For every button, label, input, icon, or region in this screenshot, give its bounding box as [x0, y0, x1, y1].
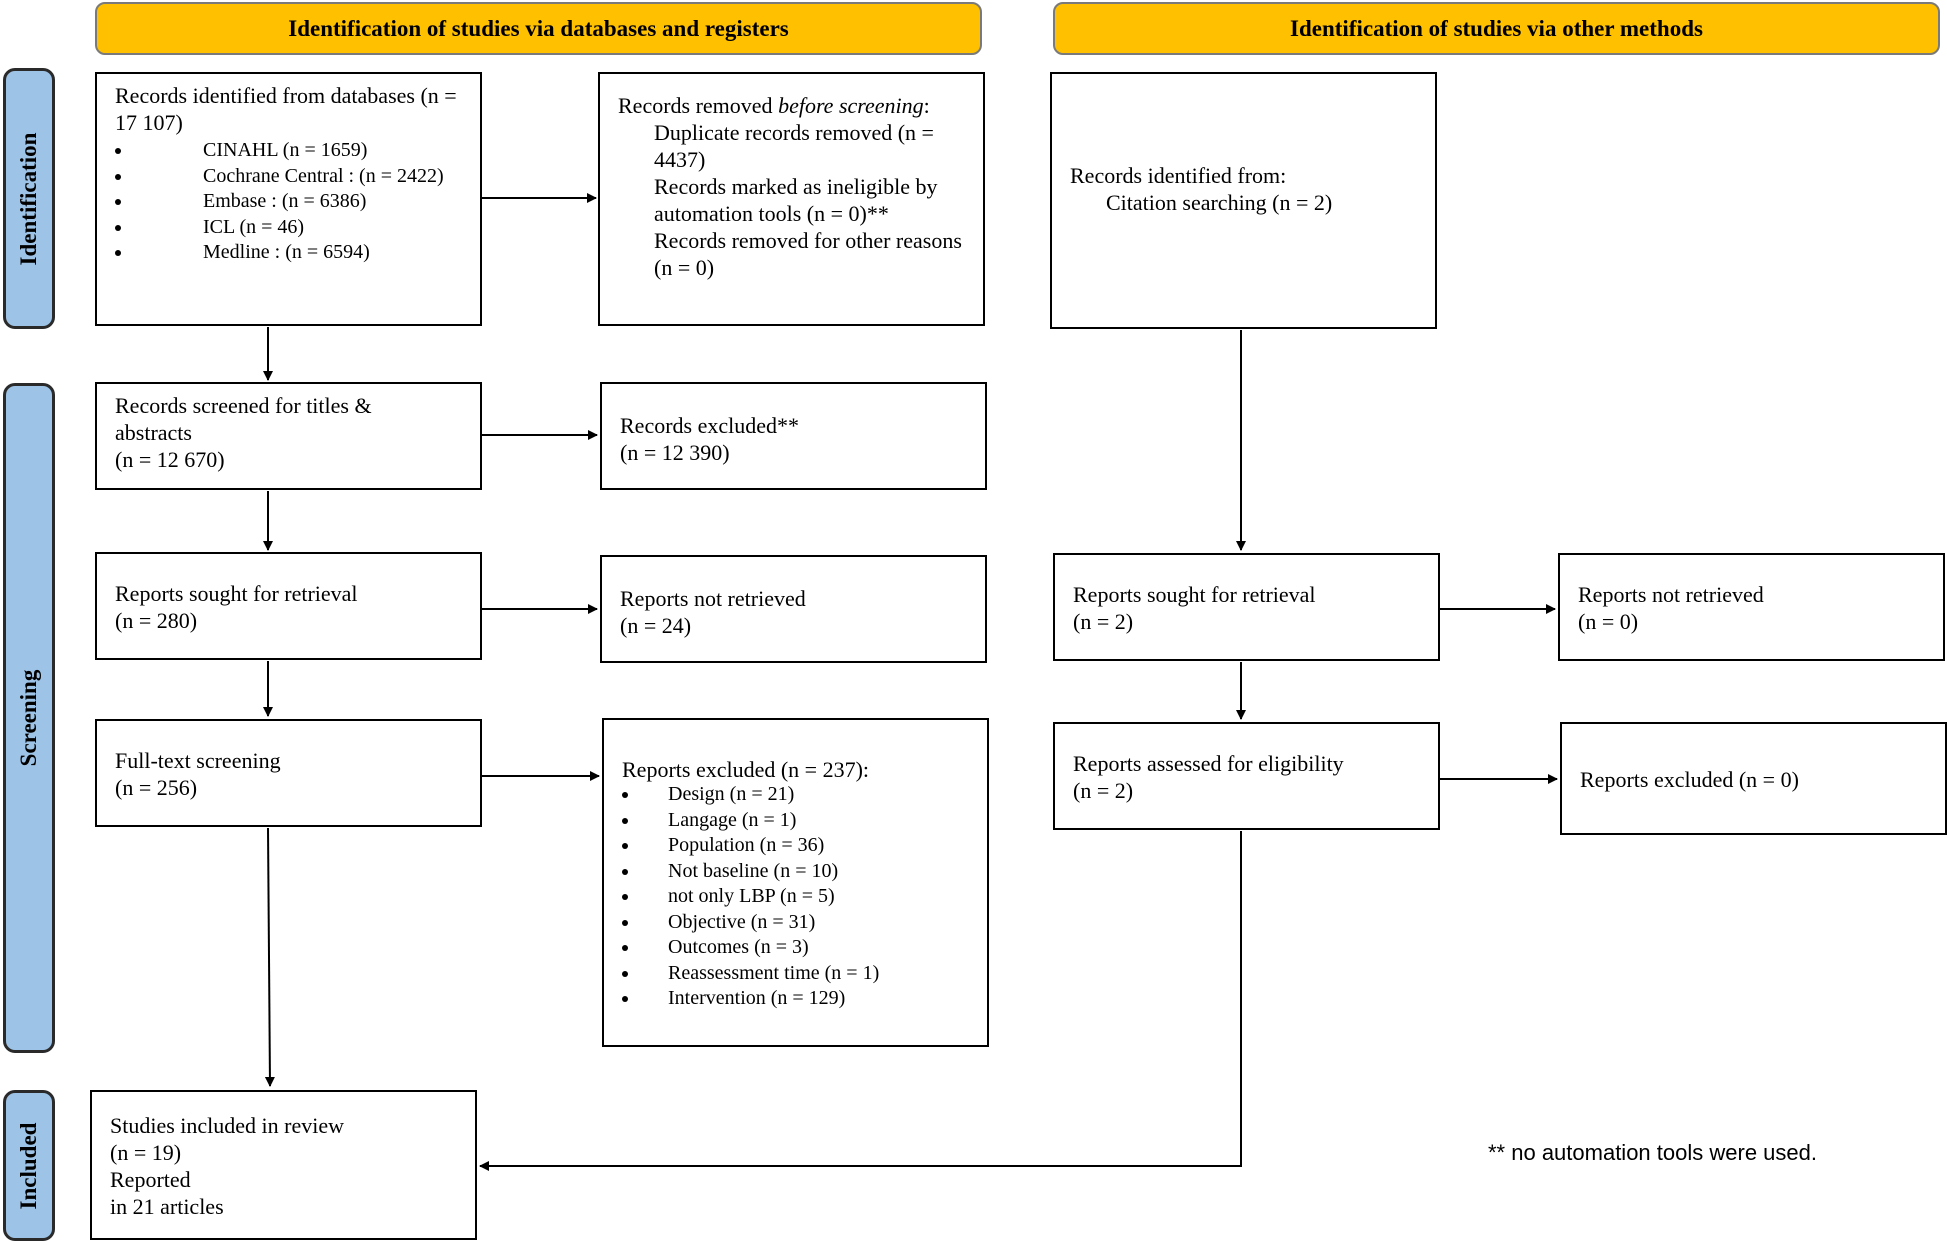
arrow-fulltext-to-included — [264, 827, 275, 1087]
reports-excluded-title: Reports excluded (n = 237): — [622, 757, 870, 782]
assessed-other-count: (n = 2) — [1073, 778, 1134, 803]
list-item: Cochrane Central : (n = 2422) — [115, 164, 464, 190]
removed-duplicates: Duplicate records removed (n = 4437) — [654, 120, 934, 172]
reports-excluded-box: Reports excluded (n = 237): Design (n = … — [602, 718, 989, 1047]
sought-other-label: Reports sought for retrieval — [1073, 582, 1316, 607]
removed-other: Records removed for other reasons (n = 0… — [654, 228, 962, 280]
footnote: ** no automation tools were used. — [1488, 1140, 1817, 1165]
excluded-box: Records excluded** (n = 12 390) — [600, 382, 987, 490]
assessed-other-box: Reports assessed for eligibility (n = 2) — [1053, 722, 1440, 830]
screened-label: Records screened for titles & abstracts — [115, 393, 372, 445]
other-records-citation: Citation searching (n = 2) — [1106, 190, 1333, 215]
list-item: Medline : (n = 6594) — [115, 240, 464, 266]
assessed-other-label: Reports assessed for eligibility — [1073, 751, 1344, 776]
header-other-methods: Identification of studies via other meth… — [1053, 2, 1940, 55]
exclusion-reasons-list: Design (n = 21) Langage (n = 1) Populati… — [622, 782, 971, 1012]
sought-other-box: Reports sought for retrieval (n = 2) — [1053, 553, 1440, 661]
sought-db-label: Reports sought for retrieval — [115, 581, 358, 606]
included-box: Studies included in review (n = 19) Repo… — [90, 1090, 477, 1240]
list-item: not only LBP (n = 5) — [622, 884, 971, 910]
stage-identification-label: Identification — [16, 132, 41, 265]
included-reported: Reported — [110, 1167, 191, 1192]
stage-screening-label: Screening — [16, 669, 41, 767]
excluded-other-box: Reports excluded (n = 0) — [1560, 722, 1947, 835]
not-retrieved-db-box: Reports not retrieved (n = 24) — [600, 555, 987, 663]
sought-db-box: Reports sought for retrieval (n = 280) — [95, 552, 482, 660]
list-item: Embase : (n = 6386) — [115, 189, 464, 215]
removed-automation: Records marked as ineligible by automati… — [654, 174, 938, 226]
not-retrieved-db-label: Reports not retrieved — [620, 586, 806, 611]
list-item: Outcomes (n = 3) — [622, 935, 971, 961]
list-item: Intervention (n = 129) — [622, 986, 971, 1012]
included-count: (n = 19) — [110, 1140, 182, 1165]
list-item: ICL (n = 46) — [115, 215, 464, 241]
header-databases: Identification of studies via databases … — [95, 2, 982, 55]
list-item: Design (n = 21) — [622, 782, 971, 808]
not-retrieved-other-box: Reports not retrieved (n = 0) — [1558, 553, 1945, 661]
stage-included-label: Included — [16, 1122, 41, 1209]
excluded-label: Records excluded** — [620, 413, 799, 438]
removed-title-prefix: Records removed — [618, 93, 779, 118]
sought-db-count: (n = 280) — [115, 608, 198, 633]
fulltext-count: (n = 256) — [115, 775, 198, 800]
list-item: Not baseline (n = 10) — [622, 859, 971, 885]
included-articles: in 21 articles — [110, 1194, 224, 1219]
list-item: CINAHL (n = 1659) — [115, 138, 464, 164]
list-item: Population (n = 36) — [622, 833, 971, 859]
not-retrieved-other-count: (n = 0) — [1578, 609, 1639, 634]
not-retrieved-other-label: Reports not retrieved — [1578, 582, 1764, 607]
fulltext-box: Full-text screening (n = 256) — [95, 719, 482, 827]
db-records-title: Records identified from databases (n = 1… — [115, 83, 457, 135]
db-sources-list: CINAHL (n = 1659) Cochrane Central : (n … — [115, 138, 464, 266]
stage-screening: Screening — [3, 383, 55, 1053]
list-item: Reassessment time (n = 1) — [622, 961, 971, 987]
db-records-box: Records identified from databases (n = 1… — [95, 72, 482, 326]
removed-title: Records removed before screening: — [618, 92, 967, 119]
list-item: Objective (n = 31) — [622, 910, 971, 936]
excluded-other-label: Reports excluded (n = 0) — [1580, 767, 1799, 792]
sought-other-count: (n = 2) — [1073, 609, 1134, 634]
removed-title-suffix: : — [923, 93, 930, 118]
removed-title-emphasis: before screening — [778, 93, 924, 118]
list-item: Langage (n = 1) — [622, 808, 971, 834]
screened-box: Records screened for titles & abstracts … — [95, 382, 482, 490]
other-records-title: Records identified from: — [1070, 163, 1287, 188]
fulltext-label: Full-text screening — [115, 748, 281, 773]
stage-identification: Identification — [3, 68, 55, 329]
other-records-box: Records identified from: Citation search… — [1050, 72, 1437, 329]
not-retrieved-db-count: (n = 24) — [620, 613, 692, 638]
screened-count: (n = 12 670) — [115, 447, 225, 472]
included-label: Studies included in review — [110, 1113, 345, 1138]
stage-included: Included — [3, 1090, 55, 1241]
removed-box: Records removed before screening: Duplic… — [598, 72, 985, 326]
excluded-count: (n = 12 390) — [620, 440, 730, 465]
